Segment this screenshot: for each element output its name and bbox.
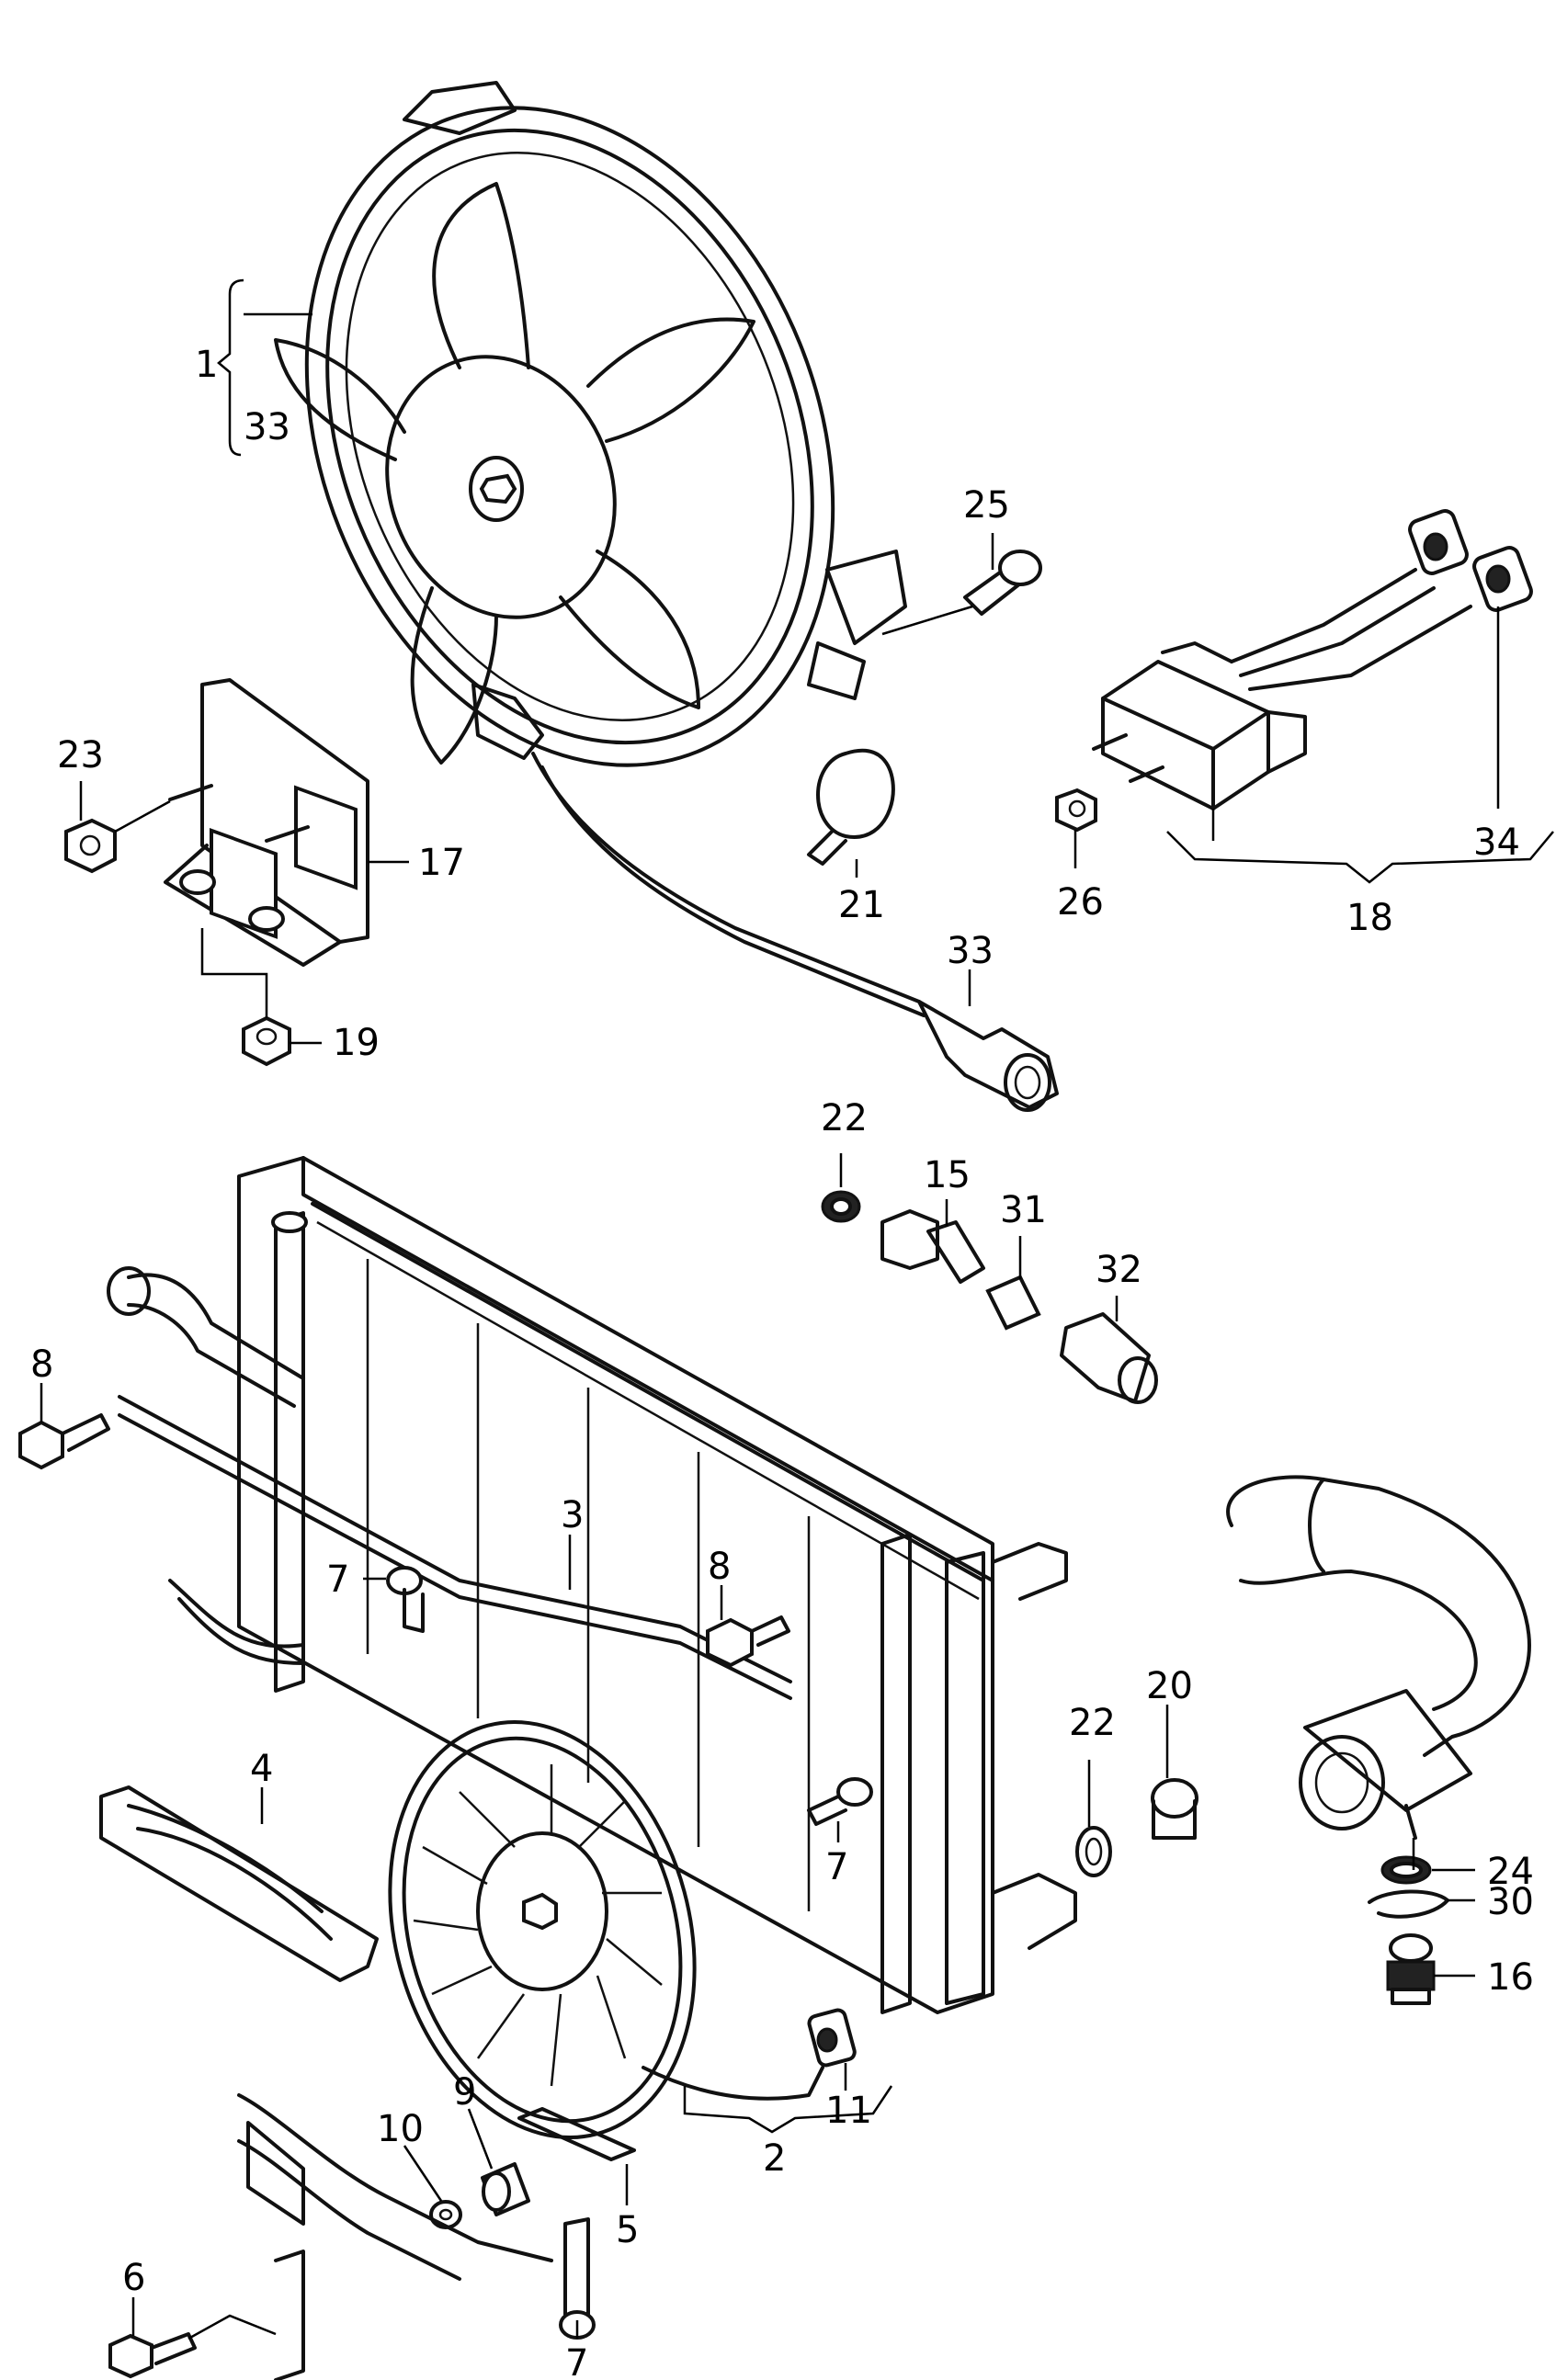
nut-19 bbox=[200, 928, 322, 1067]
plug-20 bbox=[1151, 1705, 1198, 1840]
bolt-7-upper bbox=[363, 1566, 425, 1633]
callout-16: 16 bbox=[1487, 1956, 1534, 1999]
thermo-switch-group bbox=[821, 1153, 1158, 1404]
series-resistor-18 bbox=[1092, 509, 1533, 841]
nut-26 bbox=[1055, 788, 1097, 868]
callout-5: 5 bbox=[616, 2209, 639, 2251]
connector-33 bbox=[917, 1000, 1059, 1112]
bolt-7-bottom bbox=[559, 2164, 629, 2340]
shroud-4 bbox=[99, 1785, 379, 1982]
bolt-7-right bbox=[807, 1777, 873, 1842]
carrier-6 bbox=[108, 2093, 553, 2380]
damper-9 bbox=[467, 2108, 530, 2216]
screw-25 bbox=[881, 550, 1042, 636]
callout-33-lower: 33 bbox=[947, 930, 994, 972]
callout-22-upper: 22 bbox=[821, 1097, 868, 1139]
callout-4: 4 bbox=[250, 1748, 273, 1790]
callout-7-bottom: 7 bbox=[565, 2342, 588, 2380]
callout-20: 20 bbox=[1146, 1665, 1193, 1707]
callout-17: 17 bbox=[418, 842, 465, 884]
radiator-frame bbox=[107, 1156, 1077, 2014]
callout-26: 26 bbox=[1057, 881, 1104, 924]
callout-labels: 1 33 25 23 17 19 21 33 26 18 34 22 15 31… bbox=[30, 344, 1534, 2380]
callout-33-upper: 33 bbox=[244, 406, 290, 448]
callout-32: 32 bbox=[1096, 1249, 1142, 1291]
callout-7-upper: 7 bbox=[326, 1558, 349, 1601]
callout-19: 19 bbox=[333, 1022, 380, 1064]
callout-24: 24 bbox=[1487, 1851, 1534, 1893]
bracket-17 bbox=[164, 678, 409, 967]
callout-31: 31 bbox=[1000, 1189, 1047, 1231]
callout-22-right: 22 bbox=[1069, 1702, 1116, 1744]
callout-11: 11 bbox=[825, 2090, 872, 2132]
bracket-18 bbox=[1166, 831, 1554, 884]
callout-30: 30 bbox=[1487, 1881, 1534, 1923]
callout-7-right: 7 bbox=[825, 1846, 848, 1888]
bracket-2 bbox=[683, 2085, 893, 2134]
callout-21: 21 bbox=[838, 884, 885, 926]
bolt-8-left bbox=[18, 1383, 110, 1470]
callout-34: 34 bbox=[1473, 822, 1520, 864]
washer-22-right bbox=[1075, 1760, 1112, 1877]
nut-23 bbox=[64, 781, 171, 874]
callout-8-left: 8 bbox=[30, 1343, 53, 1386]
washer-10 bbox=[403, 2145, 462, 2229]
callout-2: 2 bbox=[763, 2137, 786, 2180]
large-fan-assembly bbox=[274, 81, 926, 1017]
callout-6: 6 bbox=[122, 2257, 145, 2299]
callout-18: 18 bbox=[1346, 897, 1393, 939]
callout-3: 3 bbox=[561, 1494, 584, 1536]
cable-tie-21 bbox=[807, 748, 895, 866]
callout-15: 15 bbox=[924, 1154, 971, 1196]
callout-8-center: 8 bbox=[708, 1546, 731, 1588]
coolant-hose bbox=[1226, 1475, 1531, 1840]
plug-16 bbox=[1386, 1933, 1475, 2005]
callout-25: 25 bbox=[963, 484, 1010, 527]
bolt-8-center bbox=[706, 1585, 790, 1668]
callout-1: 1 bbox=[195, 344, 218, 386]
o-ring-24 bbox=[1380, 1855, 1475, 1885]
callout-9: 9 bbox=[453, 2071, 476, 2114]
small-fan-2 bbox=[388, 1720, 857, 2161]
clip-30 bbox=[1368, 1889, 1475, 1919]
callout-10: 10 bbox=[377, 2108, 424, 2150]
callout-23: 23 bbox=[57, 734, 104, 776]
bracket-1-33 bbox=[217, 278, 244, 457]
